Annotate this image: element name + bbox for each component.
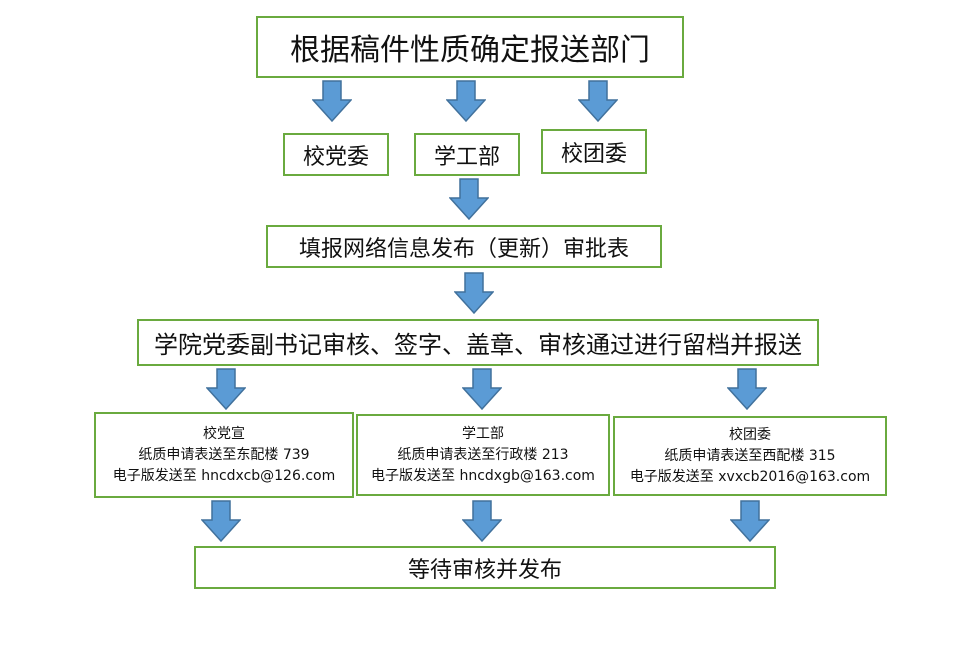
step-await-publish: 等待审核并发布	[194, 546, 776, 589]
submit-box-youth-league: 校团委 纸质申请表送至西配楼 315 电子版发送至 xvxcb2016@163.…	[613, 416, 887, 496]
down-arrow-icon	[462, 500, 502, 542]
step-await-publish-text: 等待审核并发布	[407, 557, 562, 583]
submit-box-email: 电子版发送至 hncdxcb@126.com	[112, 467, 336, 484]
department-label: 校党委	[302, 144, 369, 170]
submit-box-paper-address: 纸质申请表送至行政楼 213	[397, 446, 569, 463]
department-box-youth-league: 校团委	[541, 129, 647, 174]
submit-box-email: 电子版发送至 hncdxgb@163.com	[371, 467, 595, 484]
down-arrow-icon	[206, 368, 246, 410]
step-fill-form-text: 填报网络信息发布（更新）审批表	[298, 236, 629, 262]
down-arrow-icon	[454, 272, 494, 314]
submit-box-email: 电子版发送至 xvxcb2016@163.com	[629, 468, 871, 485]
submit-box-name: 学工部	[462, 425, 504, 442]
step-fill-form: 填报网络信息发布（更新）审批表	[266, 225, 662, 268]
submit-box-student-affairs: 学工部 纸质申请表送至行政楼 213 电子版发送至 hncdxgb@163.co…	[356, 414, 610, 496]
department-label: 校团委	[560, 141, 627, 167]
submit-box-name: 校党宣	[203, 425, 245, 442]
down-arrow-icon	[449, 178, 489, 220]
down-arrow-icon	[446, 80, 486, 122]
down-arrow-icon	[312, 80, 352, 122]
down-arrow-icon	[578, 80, 618, 122]
department-label: 学工部	[433, 144, 500, 170]
submit-box-name: 校团委	[729, 426, 771, 443]
department-box-party: 校党委	[283, 133, 389, 176]
step-determine-department-text: 根据稿件性质确定报送部门	[290, 33, 650, 68]
down-arrow-icon	[201, 500, 241, 542]
down-arrow-icon	[727, 368, 767, 410]
submit-box-paper-address: 纸质申请表送至西配楼 315	[664, 447, 836, 464]
step-college-approval-text: 学院党委副书记审核、签字、盖章、审核通过进行留档并报送	[154, 331, 802, 359]
down-arrow-icon	[462, 368, 502, 410]
step-college-approval: 学院党委副书记审核、签字、盖章、审核通过进行留档并报送	[137, 319, 819, 366]
step-determine-department: 根据稿件性质确定报送部门	[256, 16, 684, 78]
submit-box-party-publicity: 校党宣 纸质申请表送至东配楼 739 电子版发送至 hncdxcb@126.co…	[94, 412, 354, 498]
department-box-student-affairs: 学工部	[414, 133, 520, 176]
down-arrow-icon	[730, 500, 770, 542]
submit-box-paper-address: 纸质申请表送至东配楼 739	[138, 446, 310, 463]
